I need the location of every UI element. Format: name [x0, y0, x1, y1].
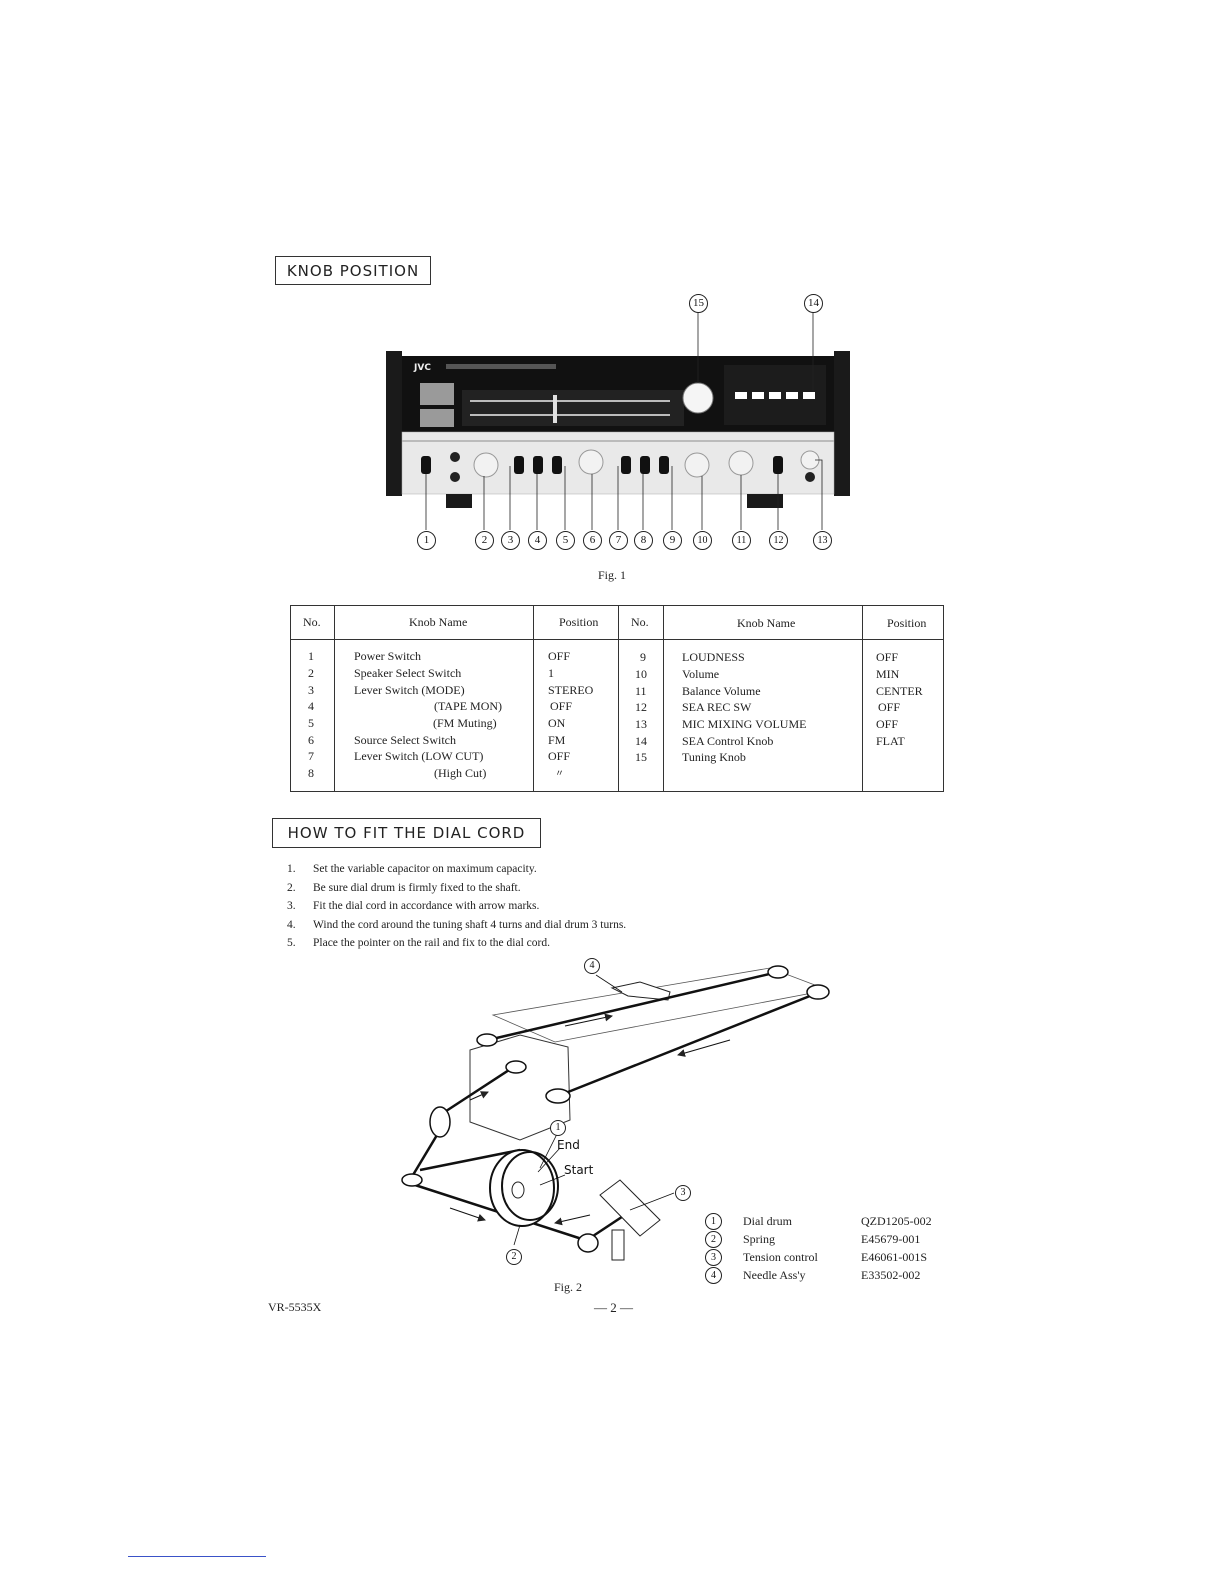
callout-12: 12: [769, 531, 788, 550]
callout-10: 10: [693, 531, 712, 550]
diagram-callout-4: 4: [584, 958, 600, 974]
callout-1: 1: [417, 531, 436, 550]
diagram-callout-1: 1: [550, 1120, 566, 1136]
callout-11: 11: [732, 531, 751, 550]
diagram-callout-2: 2: [506, 1249, 522, 1265]
figure-2-caption: Fig. 2: [554, 1280, 583, 1294]
label-start: Start: [564, 1163, 594, 1177]
label-end: End: [557, 1138, 580, 1152]
table-header-knob-name-left: Knob Name: [409, 615, 468, 629]
callout-7: 7: [609, 531, 628, 550]
table-header-no-right: No.: [631, 615, 649, 629]
callout-13: 13: [813, 531, 832, 550]
table-header-no-left: No.: [303, 615, 321, 629]
footer-divider: [128, 1556, 266, 1557]
callout-14: 14: [804, 294, 823, 313]
callout-3: 3: [501, 531, 520, 550]
callout-4: 4: [528, 531, 547, 550]
dial-cord-diagram: End Start: [401, 965, 830, 1261]
table-header-knob-name-right: Knob Name: [737, 616, 796, 630]
jvc-logo: JVC: [413, 363, 431, 373]
model-number: VR-5535X: [268, 1300, 322, 1314]
callout-6: 6: [583, 531, 602, 550]
figure-1-caption: Fig. 1: [598, 568, 627, 582]
section-header-dial-cord: HOW TO FIT THE DIAL CORD: [272, 818, 541, 848]
receiver-front-panel-figure: JVC: [386, 312, 850, 530]
page-number: — 2 —: [594, 1300, 633, 1315]
callout-5: 5: [556, 531, 575, 550]
callout-2: 2: [475, 531, 494, 550]
section-header-knob-position: KNOB POSITION: [275, 256, 431, 285]
knob-position-table: No. Knob Name Position No. Knob Name Pos…: [290, 605, 944, 792]
callout-8: 8: [634, 531, 653, 550]
callout-15: 15: [689, 294, 708, 313]
diagram-callout-3: 3: [675, 1185, 691, 1201]
table-header-position-right: Position: [887, 616, 927, 630]
table-header-position-left: Position: [559, 615, 599, 629]
callout-9: 9: [663, 531, 682, 550]
